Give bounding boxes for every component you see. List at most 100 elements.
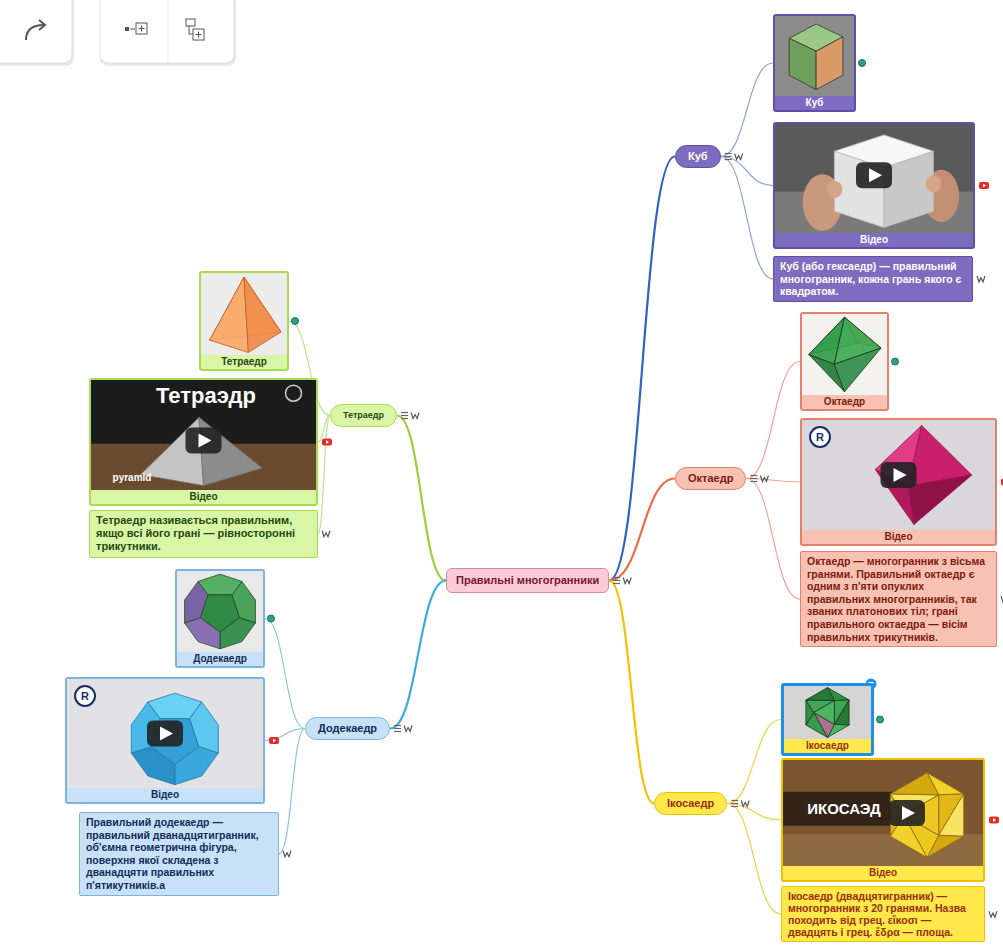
note-node: Правильний додекаедр — правильний дванад… (79, 812, 279, 896)
play-button (160, 727, 173, 741)
wiki-icon (977, 276, 985, 282)
note-node: Куб (або гексаедр) — правильний многогра… (773, 256, 973, 302)
solid-face (939, 794, 964, 836)
play-button (869, 168, 882, 182)
topic-label: Куб (688, 149, 708, 164)
wiki-icon (623, 578, 631, 584)
wiki-icon (404, 726, 412, 732)
thumbnail-picture (783, 760, 983, 866)
thumbnail-picture (201, 273, 287, 355)
solid-face (244, 277, 281, 352)
link-icon (877, 716, 884, 723)
topic-node: Октаедр (675, 467, 746, 490)
thumbnail (802, 420, 995, 530)
notes-icon (613, 580, 620, 581)
topic-node: Додекаедр (305, 717, 390, 740)
thumbnail-background (91, 380, 316, 490)
branch-line (609, 479, 675, 581)
notes-icon (394, 731, 401, 732)
solid-face (789, 38, 816, 89)
topic-label: Октаедр (688, 471, 733, 486)
branch-line (727, 720, 781, 804)
image-caption: Додекаедр (177, 652, 263, 666)
play-button (881, 462, 917, 488)
link-icon (892, 358, 899, 365)
video-icon (979, 182, 989, 189)
thumbnail (784, 686, 871, 739)
image-node: Ікосаедр (781, 683, 874, 756)
thumbnail (67, 679, 263, 788)
thumbnail-background (802, 314, 887, 395)
notes-icon (750, 481, 757, 482)
toolbar-panel (100, 0, 234, 63)
add-child-icon (189, 26, 193, 34)
image-node: Додекаедр (175, 569, 265, 668)
notes-icon (725, 153, 732, 154)
video-node: Відео R (65, 677, 265, 804)
thumbnail-picture (775, 16, 854, 96)
link-icon (268, 615, 275, 622)
add-child-icon (186, 19, 195, 26)
video-node: ВідеоR (800, 418, 997, 546)
hand-shape (925, 175, 941, 192)
notes-icon (401, 418, 408, 419)
thumbnail-picture (67, 679, 263, 788)
note-node: Ікосаедр (двадцятигранник) — многогранни… (781, 886, 985, 942)
channel-logo (810, 427, 830, 447)
video-icon (326, 440, 329, 444)
play-button (894, 468, 907, 482)
play-button (889, 800, 925, 826)
notes-icon (750, 475, 757, 476)
thumbnail (177, 571, 263, 652)
link-icon (292, 318, 299, 325)
notes-icon (394, 728, 401, 729)
video-icon (983, 184, 986, 188)
thumbnail-picture (775, 124, 973, 233)
thumbnail-picture (784, 686, 871, 739)
thumbnail-picture (802, 314, 887, 395)
image-node: Октаедр (800, 312, 889, 411)
wiki-icon (760, 476, 768, 482)
thumbnail-picture (177, 571, 263, 652)
video-caption: Відео (67, 788, 263, 802)
add-sibling-icon (130, 29, 135, 30)
thumbnail-background (201, 273, 287, 355)
branch-line (397, 416, 446, 581)
thumbnail-caption-box: R (75, 688, 95, 702)
video-icon (269, 737, 279, 744)
notes-icon (731, 800, 738, 801)
thumbnail-text: R (75, 688, 95, 702)
wiki-icon (735, 154, 743, 160)
play-button (147, 721, 183, 747)
wiki-icon (1001, 596, 1003, 602)
video-icon (1001, 479, 1003, 486)
note-text: Ікосаедр (двадцятигранник) — многогранни… (788, 890, 978, 938)
wiki-icon (322, 531, 330, 537)
notes-icon (750, 478, 757, 479)
notes-icon (401, 415, 408, 416)
image-caption: Куб (775, 96, 854, 110)
notes-icon (394, 725, 401, 726)
note-text: Правильний додекаедр — правильний дванад… (86, 816, 272, 892)
solid-face (834, 348, 881, 392)
solid-face (834, 700, 849, 724)
branch-line (609, 157, 675, 581)
thumbnail-text: Тетраэдр (121, 383, 291, 397)
branch-line (721, 157, 773, 279)
video-caption: Відео (91, 490, 316, 504)
solid-face (816, 37, 843, 90)
video-caption: Відео (783, 866, 983, 880)
add-child-icon (193, 29, 204, 40)
topic-label: Тетраедр (343, 408, 384, 423)
notes-icon (725, 156, 732, 157)
branch-line (265, 619, 305, 729)
thumbnail-picture (91, 380, 316, 490)
hand-shape (826, 181, 842, 198)
thumbnail-background (67, 679, 263, 788)
video-icon (322, 439, 332, 446)
thumbnail-text: pyramid (97, 472, 167, 486)
thumbnail-background (783, 834, 983, 866)
add-sibling-icon (125, 27, 129, 31)
thumbnail (802, 314, 887, 395)
image-caption: Октаедр (802, 395, 887, 409)
